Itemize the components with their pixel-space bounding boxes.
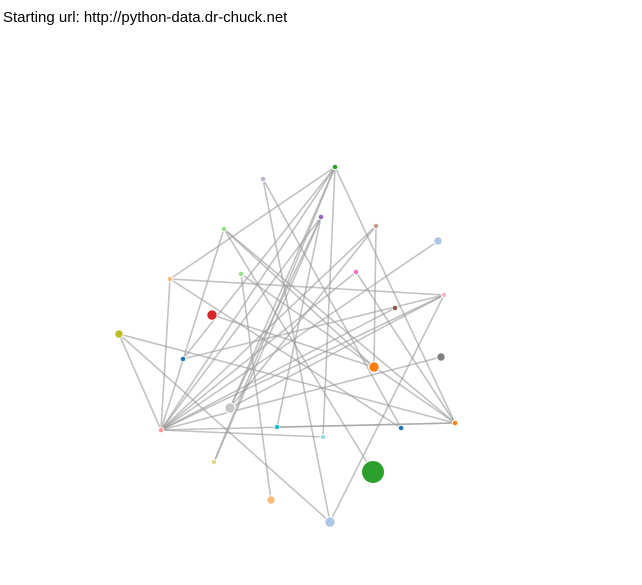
graph-link: [169, 278, 445, 296]
graph-link: [276, 422, 456, 428]
graph-link: [373, 225, 377, 368]
graph-node[interactable]: [331, 163, 339, 171]
graph-node[interactable]: [266, 495, 276, 505]
nodes-layer: [114, 163, 459, 528]
graph-link: [334, 166, 456, 424]
graph-link: [160, 240, 439, 431]
starting-url-value: http://python-data.dr-chuck.net: [83, 9, 288, 26]
graph-link: [160, 271, 357, 431]
graph-link: [229, 294, 445, 409]
graph-link: [169, 166, 336, 280]
graph-node[interactable]: [391, 304, 399, 312]
graph-link: [182, 294, 445, 360]
graph-link: [223, 228, 374, 473]
graph-node[interactable]: [210, 458, 218, 466]
graph-node[interactable]: [433, 236, 443, 246]
graph-node[interactable]: [220, 225, 228, 233]
graph-link: [160, 356, 442, 431]
graph-node[interactable]: [179, 355, 187, 363]
graph-link: [118, 333, 162, 431]
graph-link: [329, 294, 445, 523]
graph-node[interactable]: [273, 423, 281, 431]
graph-link: [160, 294, 445, 431]
graph-node[interactable]: [372, 222, 380, 230]
graph-node[interactable]: [451, 419, 459, 427]
graph-link: [160, 228, 225, 431]
graph-link: [182, 166, 336, 360]
graph-node[interactable]: [368, 361, 380, 373]
graph-link: [223, 228, 375, 368]
graph-link: [160, 166, 336, 431]
graph-node[interactable]: [157, 426, 165, 434]
graph-link: [160, 307, 396, 431]
graph-node[interactable]: [114, 329, 124, 339]
graph-node[interactable]: [352, 268, 360, 276]
graph-link: [240, 273, 456, 424]
graph-node[interactable]: [166, 275, 174, 283]
graph-link: [262, 178, 331, 523]
graph-node[interactable]: [324, 516, 336, 528]
graph-link: [322, 166, 336, 438]
graph-link: [262, 178, 402, 429]
graph-node[interactable]: [397, 424, 405, 432]
graph-link: [213, 216, 322, 463]
starting-url-label: Starting url:: [3, 9, 80, 26]
graph-link: [160, 429, 324, 438]
graph-node[interactable]: [317, 213, 325, 221]
graph-node[interactable]: [440, 291, 448, 299]
graph-link: [240, 273, 272, 501]
graph-link: [223, 228, 456, 424]
graph-link: [211, 314, 375, 368]
graph-node[interactable]: [319, 433, 327, 441]
graph-node[interactable]: [237, 270, 245, 278]
graph-node[interactable]: [259, 175, 267, 183]
graph-link: [118, 333, 456, 424]
graph-node[interactable]: [361, 460, 385, 484]
graph-link: [160, 278, 171, 431]
graph-node[interactable]: [436, 352, 446, 362]
graph-link: [160, 225, 377, 431]
graph-link: [355, 271, 456, 424]
graph-link: [169, 278, 402, 429]
graph-node[interactable]: [206, 309, 218, 321]
graph-node[interactable]: [224, 402, 236, 414]
starting-url-text: Starting url: http://python-data.dr-chuc…: [3, 9, 287, 26]
links-layer: [118, 166, 456, 523]
